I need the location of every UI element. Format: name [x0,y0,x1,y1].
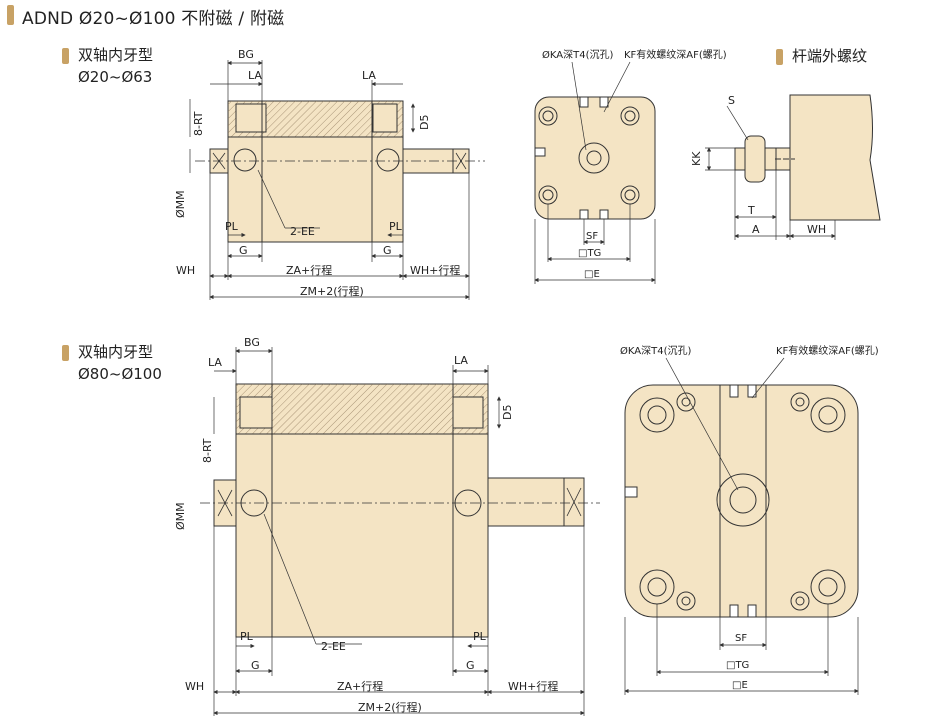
top-d5-label: D5 [418,115,431,130]
rod-s-label: S [728,94,735,107]
bottom-wh-stroke-label: WH+行程 [508,680,558,693]
rod-a-label: A [752,223,760,236]
bottom-side-view [200,383,600,638]
rod-end-labels: S KK T A WH [690,94,826,236]
top-ee-label: 2-EE [290,225,315,238]
top-ka-label: ØKA深T4(沉孔) [542,48,613,61]
top-rt-label: 8-RT [192,111,205,136]
section1-bullet [62,48,69,64]
page-title: ADND Ø20~Ø100 不附磁 / 附磁 [22,9,285,29]
rod-wh-label: WH [807,223,826,236]
bottom-sf-label: SF [735,633,747,644]
top-kf-label: KF有效螺纹深AF(螺孔) [624,48,727,61]
rod-end-dims [705,105,836,240]
bottom-tg-label: □TG [726,660,749,671]
bottom-end-labels: ØKA深T4(沉孔) KF有效螺纹深AF(螺孔) SF □TG □E [620,344,879,691]
rod-end-detail [734,94,881,221]
bottom-kf-label: KF有效螺纹深AF(螺孔) [776,344,879,357]
top-g-right-label: G [383,244,392,257]
top-pl-right-label: PL [389,220,403,233]
rod-kk-label: KK [690,151,703,166]
bottom-ka-label: ØKA深T4(沉孔) [620,344,691,357]
top-mm-label: ØMM [174,190,187,218]
section1-range: Ø20~Ø63 [78,68,153,86]
bottom-side-labels: BG LA LA 8-RT D5 ØMM PL PL 2-EE G G WH Z… [174,336,558,714]
top-side-dims [189,60,470,300]
section2-bullet [62,345,69,361]
bottom-d5-label: D5 [501,405,514,420]
rod-t-label: T [747,204,755,217]
page-header: ADND Ø20~Ø100 不附磁 / 附磁 [0,0,950,30]
bottom-rt-label: 8-RT [201,438,214,463]
top-g-left-label: G [239,244,248,257]
top-side-view [195,100,485,243]
bottom-g-right-label: G [466,659,475,672]
top-wh-stroke-label: WH+行程 [410,264,460,277]
top-pl-left-label: PL [225,220,239,233]
bottom-la-left-label: LA [208,356,222,369]
bottom-la-right-label: LA [454,354,468,367]
top-end-view [534,96,656,220]
top-end-dims [534,61,656,284]
header-bullet [7,5,14,25]
bottom-ee-label: 2-EE [321,640,346,653]
bottom-e-label: □E [732,680,748,691]
bottom-side-dims [213,347,585,716]
bottom-end-view [624,384,859,618]
top-e-label: □E [584,269,600,280]
bottom-mm-label: ØMM [174,502,187,530]
section2-title: 双轴内牙型 [78,343,154,361]
bottom-bg-label: BG [244,336,260,349]
bottom-pl-right-label: PL [473,630,487,643]
bottom-g-left-label: G [251,659,260,672]
bottom-pl-left-label: PL [240,630,254,643]
top-za-label: ZA+行程 [286,264,332,277]
top-la-left-label: LA [248,69,262,82]
bottom-wh-label: WH [185,680,204,693]
top-la-right-label: LA [362,69,376,82]
top-wh-label: WH [176,264,195,277]
rod-section-title: 杆端外螺纹 [792,47,868,65]
top-side-labels: BG LA LA 8-RT D5 ØMM PL PL 2-EE G G WH Z… [174,48,460,298]
section1-title: 双轴内牙型 [78,46,154,64]
top-zm-label: ZM+2(行程) [300,285,364,298]
top-end-labels: ØKA深T4(沉孔) KF有效螺纹深AF(螺孔) SF □TG □E [542,48,727,280]
bottom-za-label: ZA+行程 [337,680,383,693]
bottom-zm-label: ZM+2(行程) [358,701,422,714]
top-sf-label: SF [586,231,598,242]
top-tg-label: □TG [578,248,601,259]
bottom-end-dims [624,357,859,695]
rod-section-bullet [776,49,783,65]
top-bg-label: BG [238,48,254,61]
section2-range: Ø80~Ø100 [78,365,162,383]
